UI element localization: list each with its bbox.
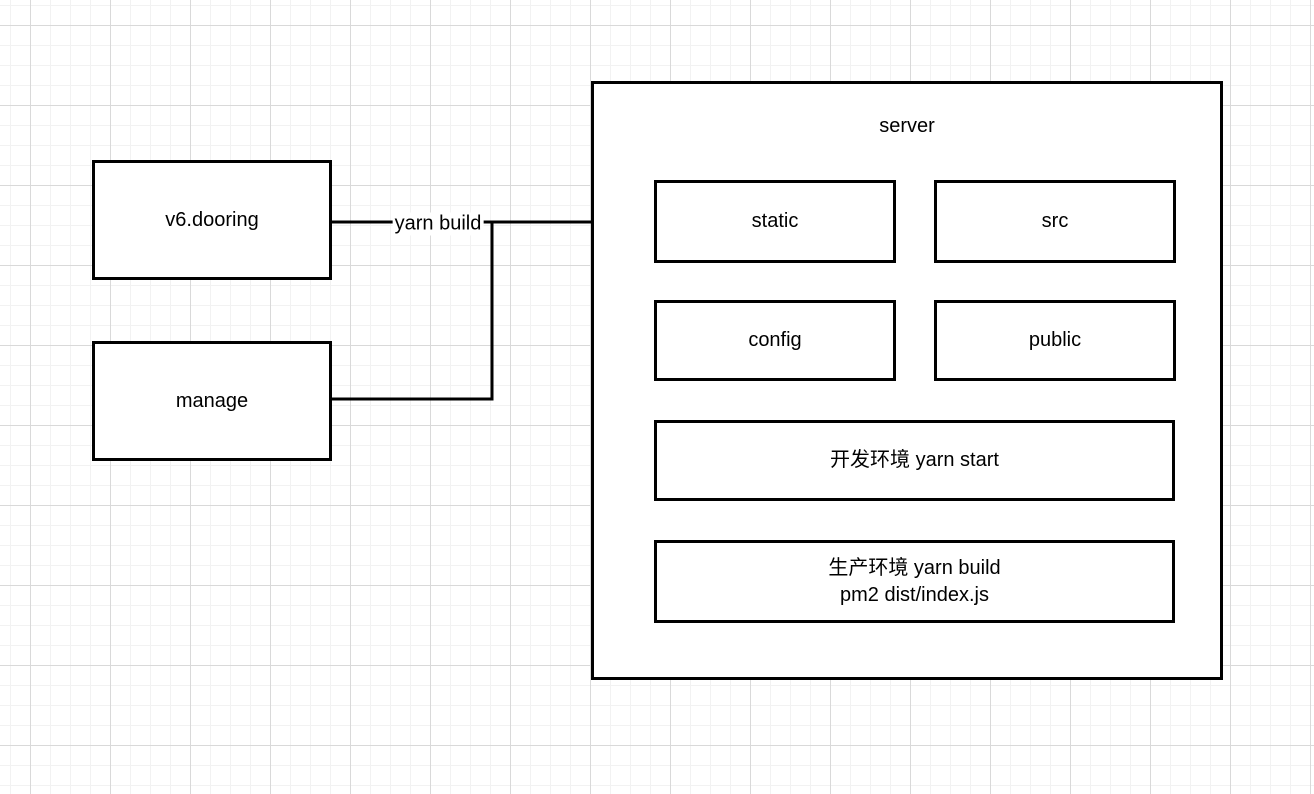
node-manage[interactable]: manage bbox=[92, 341, 332, 461]
server-title: server bbox=[879, 115, 935, 137]
node-v6-dooring[interactable]: v6.dooring bbox=[92, 160, 332, 280]
node-dev-command-label: 开发环境 yarn start bbox=[830, 449, 999, 471]
node-config[interactable]: config bbox=[654, 300, 896, 381]
node-public-label: public bbox=[1028, 329, 1082, 351]
node-prod-command-label: 生产环境 yarn build pm2 dist/index.js bbox=[828, 556, 1001, 606]
node-config-label: config bbox=[748, 329, 802, 351]
edge-manage-to-static bbox=[331, 222, 494, 401]
edge-label-yarn-build: yarn build bbox=[392, 212, 484, 236]
node-static[interactable]: static bbox=[654, 180, 896, 263]
node-src-label: src bbox=[1041, 210, 1069, 232]
node-dev-command[interactable]: 开发环境 yarn start bbox=[654, 420, 1175, 501]
node-v6-dooring-label: v6.dooring bbox=[165, 208, 259, 231]
node-src[interactable]: src bbox=[934, 180, 1176, 263]
node-manage-label: manage bbox=[175, 389, 249, 412]
node-static-label: static bbox=[751, 210, 799, 232]
node-prod-command[interactable]: 生产环境 yarn build pm2 dist/index.js bbox=[654, 540, 1175, 623]
node-public[interactable]: public bbox=[934, 300, 1176, 381]
